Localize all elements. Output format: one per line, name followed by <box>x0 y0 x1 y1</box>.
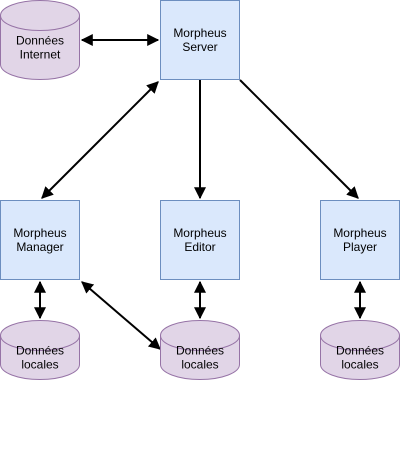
cylinder-body <box>160 320 240 380</box>
node-label-line: Player <box>343 240 377 254</box>
cylinder-lid <box>320 335 400 351</box>
edge-server-to-player <box>239 79 359 199</box>
edge-server-to-manager <box>41 81 159 199</box>
node-label-line: Morpheus <box>173 226 226 240</box>
node-label-line: Données <box>176 344 224 358</box>
node-label-line: Morpheus <box>173 26 226 40</box>
node-label-line: Server <box>182 40 217 54</box>
edges-layer <box>34 34 366 350</box>
node-box <box>0 200 80 280</box>
node-label-line: Manager <box>16 240 63 254</box>
node-label-line: locales <box>21 358 58 372</box>
node-label-line: Données <box>336 344 384 358</box>
cylinder-lid <box>160 335 240 351</box>
nodes-layer: MorpheusServerMorpheusManagerMorpheusEdi… <box>0 0 400 380</box>
node-label-line: Données <box>16 344 64 358</box>
edge-manager-to-editor-db <box>81 281 161 350</box>
node-label-line: Morpheus <box>13 226 66 240</box>
cylinder-lid <box>0 335 80 351</box>
node-box <box>160 0 240 80</box>
node-box <box>320 200 400 280</box>
cylinder-body <box>0 320 80 380</box>
cylinder-body <box>320 320 400 380</box>
node-box <box>160 200 240 280</box>
node-label-line: Editor <box>184 240 215 254</box>
node-label-line: locales <box>181 358 218 372</box>
cylinder-lid <box>0 15 80 31</box>
node-label-line: Internet <box>20 48 61 62</box>
node-label-line: Données <box>16 34 64 48</box>
node-label-line: locales <box>341 358 378 372</box>
node-label-line: Morpheus <box>333 226 386 240</box>
cylinder-body <box>0 0 80 80</box>
